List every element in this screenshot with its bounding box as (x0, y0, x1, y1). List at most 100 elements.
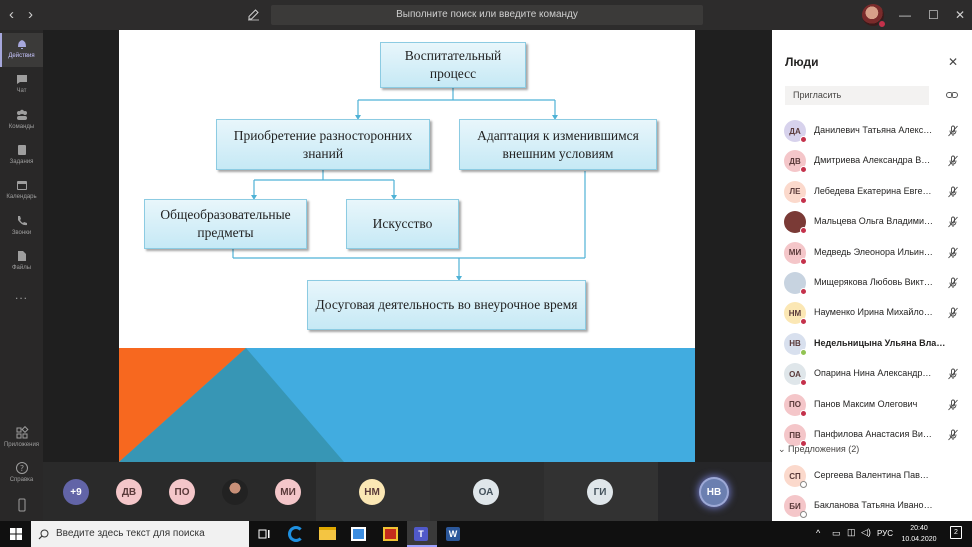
link-icon[interactable] (946, 90, 958, 100)
taskbar-search-input[interactable]: Введите здесь текст для поиска (31, 521, 249, 547)
mic-muted-icon[interactable] (947, 399, 959, 411)
participant-name: Сергеева Валентина Павловна (814, 470, 934, 480)
participant-name: Мищерякова Любовь Викт… (814, 277, 933, 287)
forward-arrow-icon[interactable]: › (28, 6, 33, 23)
tray-chevron-icon[interactable]: ^ (816, 528, 821, 538)
battery-icon[interactable]: ▭ (832, 528, 841, 538)
invite-input[interactable]: Пригласить (785, 86, 929, 105)
language-indicator[interactable]: РУС (877, 529, 894, 538)
rail-item-apps[interactable]: Приложения (0, 422, 43, 456)
participant-tile-oa[interactable]: ОА (473, 479, 499, 505)
edge-icon[interactable] (288, 526, 304, 542)
diagram-box-knowledge: Приобретение разносторонних знаний (216, 119, 430, 170)
rail-item-activity[interactable]: Действия (0, 33, 43, 67)
mic-muted-icon[interactable] (947, 307, 959, 319)
rail-item-chat[interactable]: Чат (0, 68, 43, 102)
windows-start-icon[interactable] (10, 528, 22, 540)
close-button[interactable]: ✕ (955, 8, 966, 22)
participant-tile-nm[interactable]: НМ (359, 479, 385, 505)
diagram-box-process: Воспитательный процесс (380, 42, 526, 88)
close-panel-icon[interactable]: ✕ (948, 55, 959, 69)
word-icon[interactable]: W (446, 527, 460, 541)
volume-icon[interactable]: ◁) (861, 527, 871, 537)
mic-muted-icon[interactable] (947, 216, 959, 228)
status-dot (800, 227, 807, 235)
status-dot (800, 136, 807, 143)
chat-icon (16, 75, 27, 84)
participant-tile-gi[interactable]: ГИ (587, 479, 613, 505)
compose-icon[interactable] (247, 8, 260, 21)
status-dot (800, 166, 807, 174)
participant-row[interactable]: Мищерякова Любовь Викт… (772, 269, 972, 299)
search-input[interactable]: Выполните поиск или введите команду (271, 5, 703, 25)
status-dot (800, 440, 807, 447)
shared-slide: Воспитательный процесс Приобретение разн… (119, 30, 695, 462)
apps-icon (16, 426, 29, 439)
back-arrow-icon[interactable]: ‹ (9, 6, 14, 23)
status-dot (800, 481, 807, 488)
mic-muted-icon[interactable] (947, 125, 959, 137)
clock[interactable]: 20:40 10.04.2020 (901, 525, 937, 543)
participant-tile-mi[interactable]: МИ (275, 479, 301, 505)
participant-tile-dv[interactable]: ДВ (116, 479, 142, 505)
rail-item-files[interactable]: Файлы (0, 245, 43, 279)
participant-name: Медведь Элеонора Ильин… (814, 246, 933, 257)
participant-name: Данилевич Татьяна Алекса… (814, 125, 934, 135)
gift-app-icon[interactable] (383, 527, 398, 541)
participant-name: Опарина Нина Александро… (814, 368, 934, 379)
participant-tile-photo[interactable] (222, 479, 248, 505)
status-dot (800, 257, 807, 265)
panel-title: Люди (785, 55, 819, 69)
network-icon[interactable]: ◫ (847, 527, 856, 537)
rail-item-teams[interactable]: Команды (0, 104, 43, 138)
task-view-icon[interactable] (258, 528, 270, 540)
mic-muted-icon[interactable] (947, 429, 959, 441)
teams-icon: T (414, 527, 428, 541)
rail-item-more[interactable]: ... (0, 286, 43, 304)
mic-muted-icon[interactable] (947, 186, 959, 198)
rail-item-calls[interactable]: Звонки (0, 210, 43, 244)
maximize-button[interactable]: ☐ (928, 8, 939, 22)
participant-name: Бакланова Татьяна Ивановна (814, 500, 934, 511)
participant-tile-po[interactable]: ПО (169, 479, 195, 505)
diagram-connectors (232, 88, 586, 281)
store-icon[interactable] (351, 527, 366, 541)
suggestions-header[interactable]: ⌄ Предложения (2) (778, 444, 860, 454)
more-icon: ... (14, 288, 28, 302)
participant-name: Лебедева Екатерина Евген… (814, 185, 934, 196)
rail-item-help[interactable]: ? Справка (0, 457, 43, 491)
status-dot (800, 318, 807, 326)
file-explorer-icon[interactable] (319, 527, 336, 540)
rail-item-calendar[interactable]: Календарь (0, 174, 43, 208)
participant-name: Панфилова Анастасия Вита… (814, 429, 934, 439)
mic-muted-icon[interactable] (947, 277, 959, 289)
more-participants-button[interactable]: +9 (63, 479, 89, 505)
files-icon (17, 251, 26, 261)
mic-muted-icon[interactable] (947, 368, 959, 380)
status-dot (800, 409, 807, 417)
search-icon (38, 529, 49, 540)
status-dot (800, 288, 807, 295)
rail-item-device[interactable] (0, 492, 43, 520)
minimize-button[interactable]: — (899, 8, 911, 22)
mic-muted-icon[interactable] (947, 247, 959, 259)
participant-row[interactable]: Мальцева Ольга Владимир… (772, 208, 972, 238)
participant-tile-nv[interactable]: НВ (701, 479, 727, 505)
mic-muted-icon[interactable] (947, 155, 959, 167)
status-dot (800, 196, 807, 204)
notifications-icon[interactable]: 2 (950, 526, 962, 539)
rail-item-assignments[interactable]: Задания (0, 139, 43, 173)
profile-avatar[interactable] (862, 4, 886, 28)
help-icon: ? (15, 462, 28, 474)
